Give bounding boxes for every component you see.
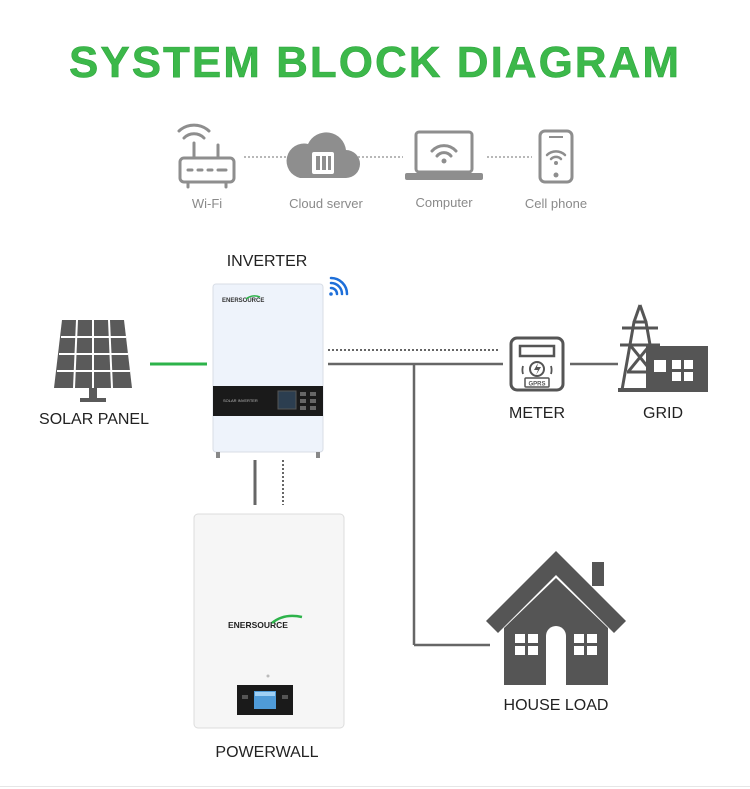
house-load-label: HOUSE LOAD: [503, 697, 609, 714]
grid-label: GRID: [643, 405, 683, 422]
inverter-panel-text: SOLAR INVERTER: [223, 398, 258, 403]
inverter-label: INVERTER: [226, 253, 308, 270]
solar-panel-label: SOLAR PANEL: [39, 411, 149, 428]
inverter-brand: ENERSOURCE: [222, 298, 264, 304]
page-title: SYSTEM BLOCK DIAGRAM: [69, 38, 681, 88]
inverter-wifi-signal-icon: [329, 276, 349, 296]
meter-label: METER: [509, 405, 565, 422]
cell-phone-label: Cell phone: [524, 196, 588, 211]
powerwall-device: [193, 513, 345, 729]
computer-label: Computer: [415, 195, 473, 210]
grid-tower-icon: [618, 304, 708, 392]
meter-gprs-badge: GPRS: [528, 382, 545, 388]
cloud-server-icon: [286, 132, 360, 178]
solar-panel-icon: [54, 319, 132, 402]
phone-wifi-icon: [538, 129, 574, 184]
laptop-wifi-icon: [405, 130, 483, 180]
bottom-divider: [0, 786, 750, 787]
inverter-device: [212, 283, 324, 458]
wifi-router-icon: [177, 123, 236, 189]
wifi-label: Wi-Fi: [191, 196, 223, 211]
house-icon: [486, 551, 626, 685]
powerwall-logo-swoosh: [271, 614, 303, 624]
cloud-server-label: Cloud server: [289, 196, 363, 211]
powerwall-brand: ENERSOURCE: [228, 620, 288, 630]
inverter-logo-swoosh: [245, 295, 261, 300]
meter-icon: [509, 336, 565, 392]
powerwall-label: POWERWALL: [215, 744, 319, 761]
